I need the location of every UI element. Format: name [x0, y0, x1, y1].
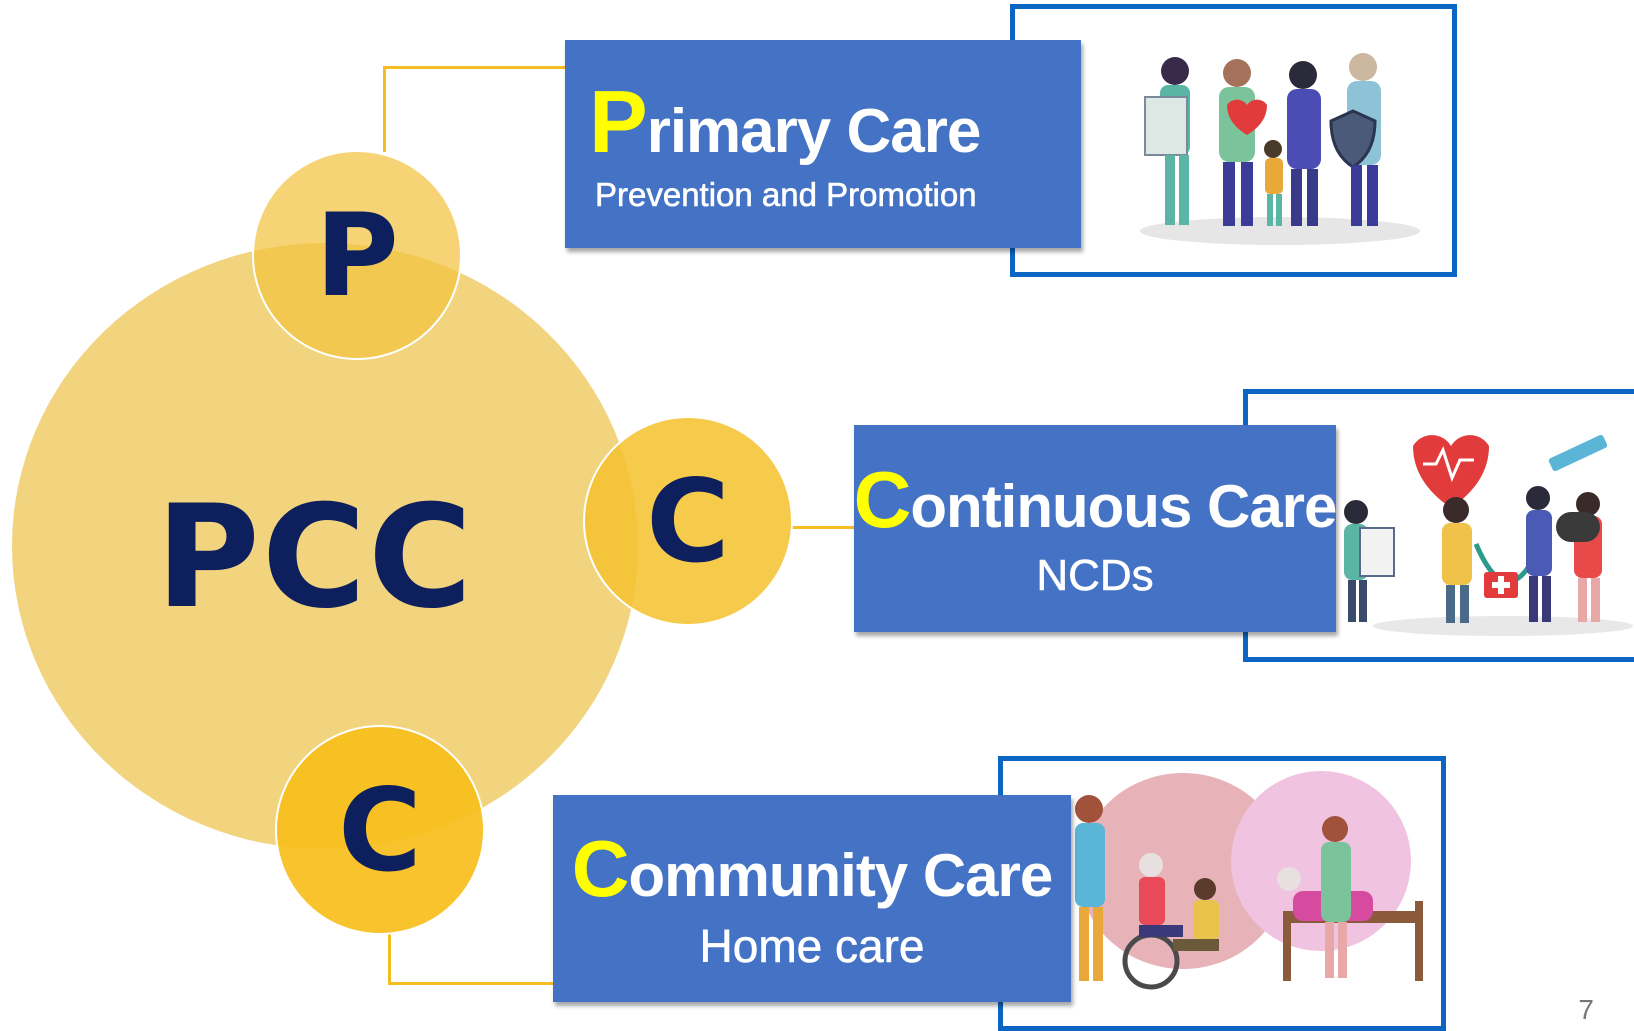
connector-p-vertical — [383, 66, 386, 152]
medical-team-illustration — [1344, 434, 1633, 636]
continuous-care-title: Continuous Care — [854, 459, 1338, 540]
connector-c2-horizontal — [388, 982, 555, 985]
primary-care-box: Primary Care Prevention and Promotion — [565, 40, 1081, 248]
node-letter-c-continuous: C — [646, 454, 730, 588]
connector-c1-horizontal — [792, 526, 856, 529]
node-circle-c-community: C — [275, 725, 485, 935]
slide-number: 7 — [1578, 994, 1594, 1025]
node-circle-p: P — [252, 150, 462, 360]
community-care-title: Community Care — [572, 828, 1054, 909]
continuous-care-box: Continuous Care NCDs — [854, 425, 1338, 632]
community-care-box: Community Care Home care — [553, 795, 1071, 1002]
title-initial: C — [571, 823, 630, 913]
connector-p-horizontal — [383, 66, 567, 69]
title-rest: ommunity Care — [628, 841, 1054, 909]
illustration-frame-primary — [1010, 4, 1457, 277]
title-initial: P — [589, 71, 648, 171]
primary-care-subtitle: Prevention and Promotion — [595, 175, 977, 213]
primary-care-title: Primary Care — [589, 77, 982, 166]
continuous-care-subtitle: NCDs — [1036, 550, 1154, 600]
illustration-frame-community — [998, 756, 1446, 1031]
community-care-subtitle: Home care — [699, 919, 925, 972]
pcc-center-label: PCC — [155, 474, 475, 640]
title-rest: rimary Care — [646, 96, 982, 166]
title-initial: C — [853, 454, 912, 544]
title-rest: ontinuous Care — [910, 472, 1337, 540]
family-health-illustration — [1140, 53, 1420, 245]
node-letter-p: P — [315, 188, 399, 322]
home-care-illustration — [1075, 771, 1423, 990]
node-circle-c-continuous: C — [583, 416, 793, 626]
connector-c2-vertical — [388, 933, 391, 985]
node-letter-c-community: C — [338, 763, 422, 897]
